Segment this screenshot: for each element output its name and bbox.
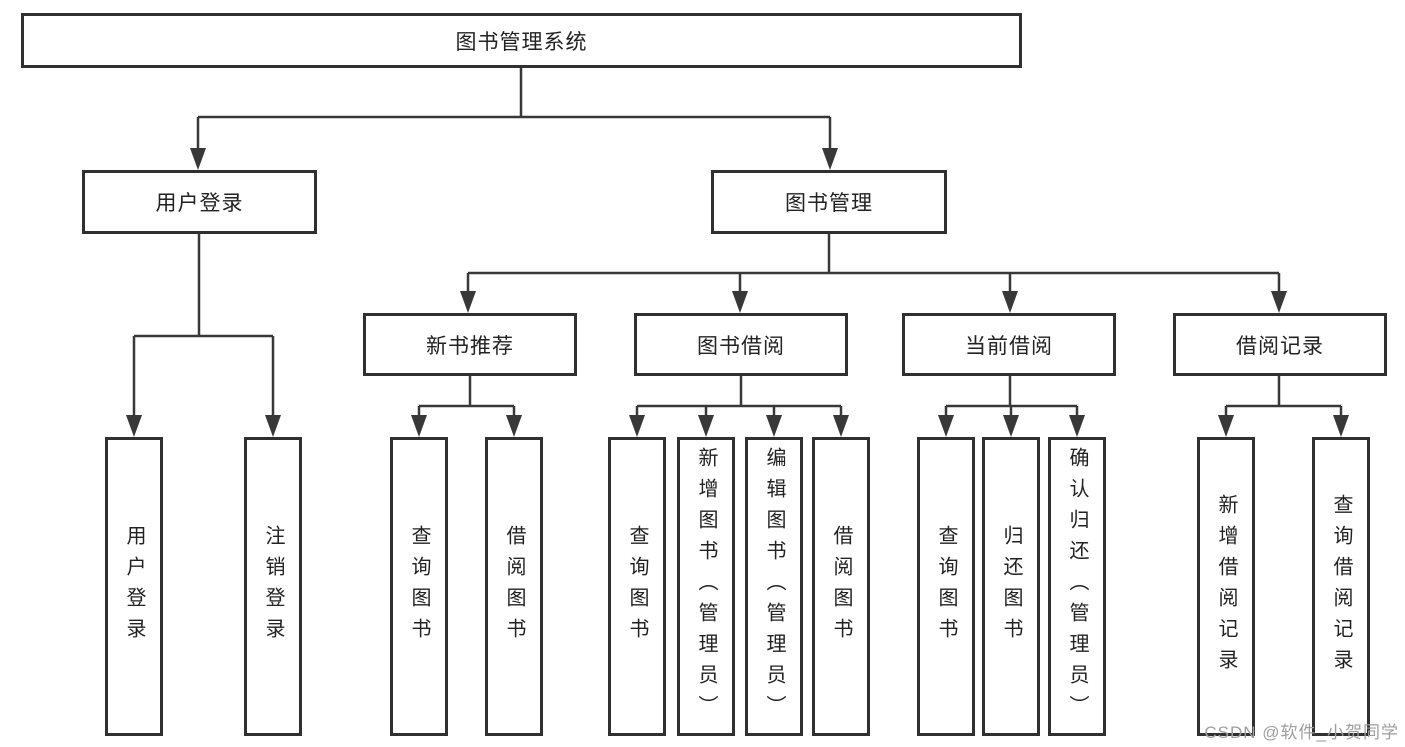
connector-book-mgmt-to-level3 [460, 234, 1287, 313]
leaf-edit-books-admin: 编辑图书（管理员） [745, 437, 803, 736]
leaf-label: 注销登录 [262, 524, 284, 649]
node-new-book-recommend: 新书推荐 [363, 313, 577, 376]
leaf-label: 查询借阅记录 [1330, 493, 1352, 680]
leaf-label: 用户登录 [123, 524, 145, 649]
leaf-label: 编辑图书（管理员） [763, 447, 785, 726]
leaf-query-borrow-record: 查询借阅记录 [1312, 437, 1370, 736]
leaf-label: 新增图书（管理员） [695, 447, 717, 726]
node-book-borrow: 图书借阅 [634, 313, 848, 376]
leaf-label: 确认归还（管理员） [1066, 447, 1088, 726]
leaf-query-books: 查询图书 [390, 437, 448, 736]
leaf-return-books: 归还图书 [982, 437, 1040, 736]
leaf-confirm-return-admin: 确认归还（管理员） [1048, 437, 1106, 736]
connector-root-to-level2 [190, 68, 838, 170]
leaf-label: 归还图书 [1000, 524, 1022, 649]
node-borrow-records: 借阅记录 [1173, 313, 1387, 376]
leaf-label: 借阅图书 [830, 524, 852, 649]
leaf-user-login: 用户登录 [105, 437, 163, 736]
connector-book-borrow-children [629, 376, 849, 437]
leaf-logout: 注销登录 [244, 437, 302, 736]
connector-user-login-children [126, 234, 281, 437]
leaf-borrow-books: 借阅图书 [812, 437, 870, 736]
leaf-label: 借阅图书 [503, 524, 525, 649]
node-current-borrow: 当前借阅 [902, 313, 1116, 376]
leaf-label: 查询图书 [935, 524, 957, 649]
leaf-label: 查询图书 [626, 524, 648, 649]
leaf-borrow-books: 借阅图书 [485, 437, 543, 736]
leaf-add-books-admin: 新增图书（管理员） [677, 437, 735, 736]
connector-new-book-children [411, 376, 522, 437]
leaf-query-books: 查询图书 [608, 437, 666, 736]
csdn-watermark: CSDN @软件_小贺同学 [1204, 723, 1399, 742]
connector-current-borrow-children [938, 376, 1085, 437]
node-user-login: 用户登录 [82, 170, 317, 234]
leaf-label: 新增借阅记录 [1215, 493, 1237, 680]
node-library-management-system: 图书管理系统 [21, 13, 1022, 68]
connector-borrow-records-children [1218, 376, 1349, 437]
node-book-management: 图书管理 [711, 170, 947, 234]
leaf-label: 查询图书 [408, 524, 430, 649]
leaf-add-borrow-record: 新增借阅记录 [1197, 437, 1255, 736]
leaf-query-books: 查询图书 [917, 437, 975, 736]
